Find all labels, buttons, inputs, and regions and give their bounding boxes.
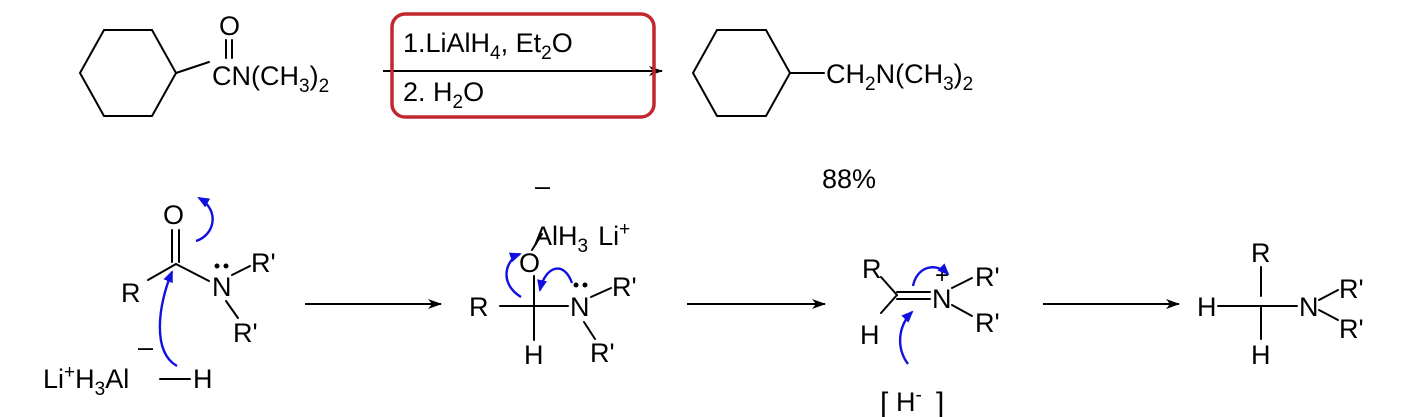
step3-bracket-left: [: [880, 387, 889, 417]
step2-lone-pair-dot-1: [573, 282, 579, 288]
step1-curly-arrow-hydride: [158, 270, 178, 368]
step3-curly-arrow-hydride: [899, 310, 914, 365]
step2-lone-pair-dot-2: [582, 282, 588, 288]
step3-r-prime-2: R': [975, 308, 1000, 338]
reactant-cyclohexane-ring: [78, 29, 178, 117]
step2-r-prime-2: R': [590, 338, 615, 368]
step2-nitrogen: N: [570, 292, 590, 322]
step4-hydrogen-bottom: H: [1251, 340, 1271, 370]
step1-curly-arrow-co: [195, 196, 214, 243]
step1-r-c-bond: [147, 263, 177, 281]
product-cyclohexane-ring: [691, 29, 792, 117]
step4-r-group: R: [1251, 238, 1271, 268]
step3-hydride: H-: [896, 385, 922, 417]
step3-r-group: R: [862, 254, 882, 284]
step1-aluminate-charge: –: [138, 332, 153, 362]
reaction-yield: 88%: [822, 164, 876, 194]
step1-oxygen: O: [163, 200, 184, 230]
step3-n-r2-bond: [951, 304, 973, 317]
step2-r-group: R: [469, 292, 489, 322]
step2-o-al-bond: [531, 233, 543, 251]
step3-r-prime-1: R': [975, 262, 1000, 292]
step1-lone-pair-dot-2: [223, 263, 229, 269]
step1-r-group: R: [121, 278, 141, 308]
step3-bracket-right: ]: [936, 387, 944, 417]
step1-n-r2-bond: [225, 300, 239, 319]
step2-curly-arrow-o-lone-pair: [505, 252, 522, 299]
step2-hydrogen: H: [524, 340, 544, 370]
step3-iminium-nitrogen: N: [932, 284, 952, 314]
reactant-amide-group: CN(CH3)2: [212, 61, 329, 97]
step4-n-r2-bond: [1318, 309, 1339, 321]
step4-r-prime-1: R': [1339, 274, 1364, 304]
step3-hydrogen: H: [860, 320, 880, 350]
step2-n-r2-bond: [583, 321, 596, 340]
step2-oxygen: O: [519, 248, 540, 278]
reactant-ring-carbonyl-bond: [175, 61, 210, 74]
step1-n-r1-bond: [231, 265, 251, 276]
step4-hydrogen-left: H: [1197, 292, 1217, 322]
step4-n-r1-bond: [1318, 289, 1339, 301]
step4-r-prime-2: R': [1339, 314, 1364, 344]
reagent-highlight-box: [390, 12, 656, 119]
step3-n-r1-bond: [951, 277, 973, 289]
step1-c-n-bond: [175, 263, 210, 282]
step3-curly-arrow-pi-bond: [911, 263, 950, 287]
step2-n-r1-bond: [590, 287, 612, 298]
step1-hydride-h: H: [193, 364, 213, 394]
step3-r-c-bond: [880, 276, 898, 296]
reagent-step-1: 1.LiAlH4, Et2O: [403, 28, 573, 64]
product-amine-group: CH2N(CH3)2: [826, 59, 973, 95]
step3-iminium-charge: +: [935, 262, 949, 289]
step2-curly-arrow-n-lone-pair: [537, 267, 574, 292]
step1-r-prime-1: R': [251, 248, 276, 278]
reactant-carbonyl-oxygen: O: [219, 11, 240, 41]
step4-nitrogen: N: [1299, 292, 1319, 322]
step1-lithium-aluminum-hydride: Li+H3Al: [43, 362, 129, 400]
reagent-step-2: 2. H2O: [403, 77, 484, 113]
step1-r-prime-2: R': [233, 318, 258, 348]
step1-nitrogen: N: [212, 272, 232, 302]
step1-lone-pair-dot-1: [214, 263, 220, 269]
step3-c-h-bond: [880, 294, 898, 314]
step2-r-prime-1: R': [612, 272, 637, 302]
step2-aluminate-charge: –: [535, 171, 550, 201]
